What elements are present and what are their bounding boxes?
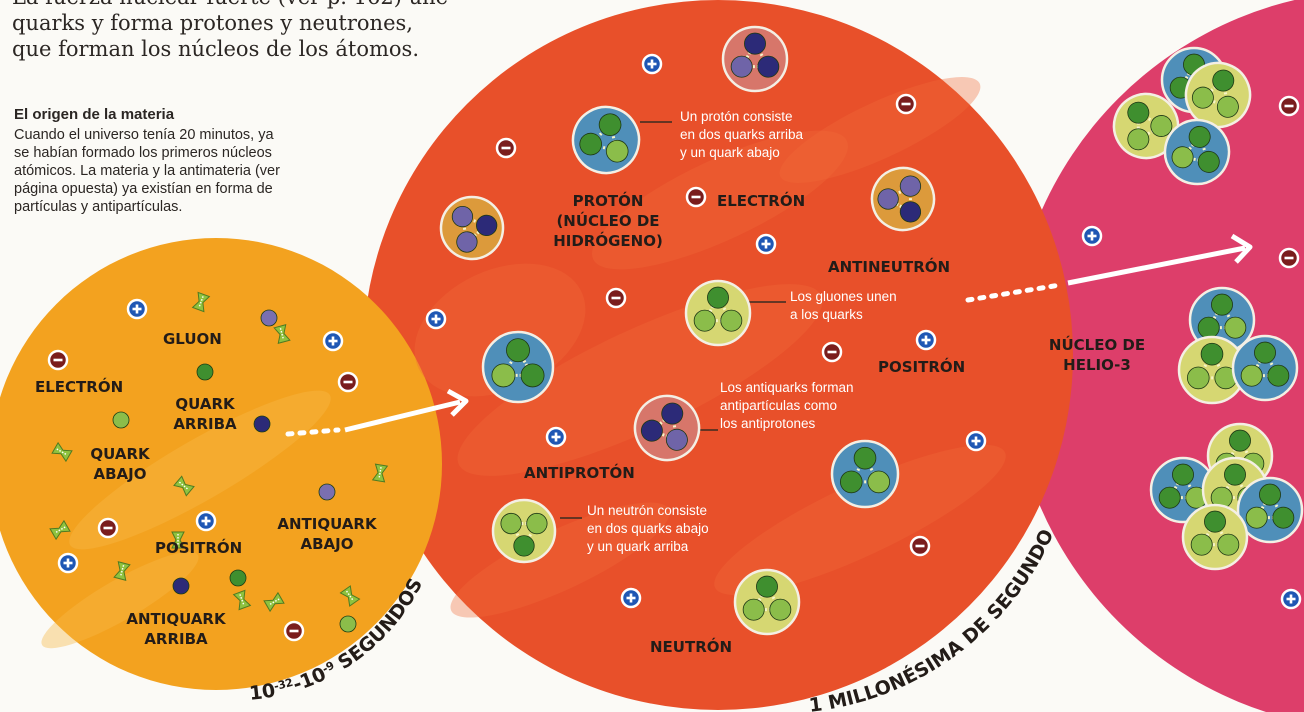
electron-icon <box>497 139 515 157</box>
label-positron-era1: POSITRÓN <box>155 538 242 557</box>
neutron-nucleus <box>1183 505 1247 569</box>
quark <box>1218 534 1239 555</box>
label-neutron: NEUTRÓN <box>650 637 732 656</box>
quark <box>1201 343 1223 365</box>
proton-nucleus <box>483 332 553 402</box>
quark <box>1191 534 1212 555</box>
label-electron-era2: ELECTRÓN <box>717 191 805 210</box>
positron-icon <box>622 589 640 607</box>
positron-icon <box>427 310 445 328</box>
quark <box>1211 294 1232 315</box>
quark <box>854 447 876 469</box>
label-antineutron: ANTINEUTRÓN <box>828 257 950 276</box>
quark-down-dot <box>340 616 356 632</box>
quark <box>521 364 544 387</box>
quark <box>1225 317 1246 338</box>
quark <box>694 310 715 331</box>
positron-icon <box>547 428 565 446</box>
positron-icon <box>1282 590 1300 608</box>
proton-nucleus <box>832 441 898 507</box>
neutron-nucleus <box>686 281 750 345</box>
quark <box>868 471 890 493</box>
electron-icon <box>823 343 841 361</box>
positron-icon <box>917 331 935 349</box>
positron-icon <box>967 432 985 450</box>
electron-icon <box>911 537 929 555</box>
quark <box>501 513 521 533</box>
electron-icon <box>99 519 117 537</box>
label-electron-era1: ELECTRÓN <box>35 377 123 396</box>
electron-icon <box>285 622 303 640</box>
quark <box>527 513 547 533</box>
quark <box>731 56 752 77</box>
positron-icon <box>59 554 77 572</box>
quark-up-dot <box>230 570 246 586</box>
electron-icon <box>607 289 625 307</box>
positron-icon <box>324 332 342 350</box>
quark <box>1204 511 1225 532</box>
quark <box>744 33 765 54</box>
quark <box>1259 484 1280 505</box>
electron-icon <box>1280 249 1298 267</box>
quark <box>1172 464 1193 485</box>
quark <box>1198 317 1219 338</box>
label-gluon: GLUON <box>163 330 222 348</box>
antiproton-nucleus <box>723 27 787 91</box>
quark <box>1241 365 1262 386</box>
label-positron-era2: POSITRÓN <box>878 357 965 376</box>
label-antiproton: ANTIPROTÓN <box>524 463 635 482</box>
quark <box>770 599 791 620</box>
positron-icon <box>128 300 146 318</box>
proton-nucleus <box>1233 336 1297 400</box>
quark <box>514 536 534 556</box>
quark <box>758 56 779 77</box>
electron-icon <box>339 373 357 391</box>
electron-icon <box>49 351 67 369</box>
quark <box>1187 367 1209 389</box>
electron-icon <box>687 188 705 206</box>
quark <box>721 310 742 331</box>
quark <box>707 287 728 308</box>
electron-icon <box>897 95 915 113</box>
positron-icon <box>757 235 775 253</box>
quark-down-dot <box>113 412 129 428</box>
antiquark-up-dot <box>254 416 270 432</box>
quark <box>1159 487 1180 508</box>
positron-icon <box>643 55 661 73</box>
quark <box>1273 507 1294 528</box>
quark <box>1246 507 1267 528</box>
quark <box>1268 365 1289 386</box>
quark <box>1224 464 1245 485</box>
antiquark-down-dot <box>319 484 335 500</box>
quark <box>840 471 862 493</box>
positron-icon <box>1083 227 1101 245</box>
quark-up-dot <box>197 364 213 380</box>
quark <box>506 339 529 362</box>
electron-icon <box>1280 97 1298 115</box>
antiquark-up-dot <box>173 578 189 594</box>
quark <box>743 599 764 620</box>
quark <box>1229 430 1250 451</box>
positron-icon <box>197 512 215 530</box>
quark <box>1254 342 1275 363</box>
antiquark-up-dot <box>261 310 277 326</box>
neutron-nucleus <box>735 570 799 634</box>
quark <box>492 364 515 387</box>
quark <box>756 576 777 597</box>
neutron-nucleus <box>493 500 555 562</box>
